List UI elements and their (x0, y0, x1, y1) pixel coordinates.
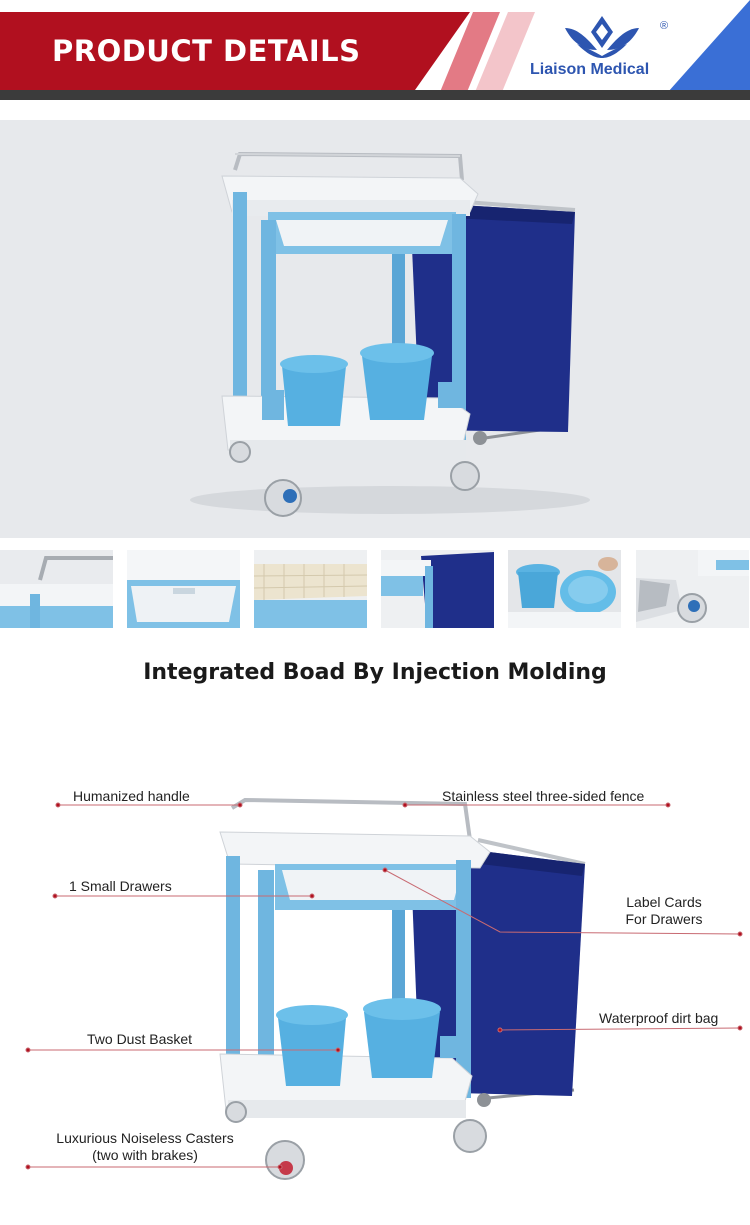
thumbnail-handle (0, 550, 113, 628)
thumbnail-caster (636, 550, 749, 628)
annotated-diagram: Humanized handle Stainless steel three-s… (0, 760, 750, 1225)
product-photo (0, 120, 750, 538)
callout-casters-line2: (two with brakes) (92, 1147, 198, 1163)
callout-casters: Luxurious Noiseless Casters (two with br… (40, 1130, 250, 1164)
lotus-logo-icon (565, 16, 639, 58)
thumbnail-strip (0, 550, 750, 628)
thumbnail-drawer-open (254, 550, 367, 628)
callout-label-cards: Label Cards For Drawers (612, 894, 716, 928)
section-title: Integrated Boad By Injection Molding (143, 660, 607, 685)
thumbnail-dust-basket (508, 550, 621, 628)
banner-red-shape (0, 12, 470, 92)
callout-casters-line1: Luxurious Noiseless Casters (56, 1130, 234, 1146)
callout-waterproof-bag: Waterproof dirt bag (599, 1010, 719, 1026)
page-title: PRODUCT DETAILS (52, 34, 361, 68)
callout-humanized-handle: Humanized handle (73, 788, 190, 804)
brand-logo: ® Liaison Medical (530, 14, 675, 84)
thumbnail-drawer (127, 550, 240, 628)
header-banner: PRODUCT DETAILS ® Liaison Medical (0, 0, 750, 100)
callout-label-cards-line2: For Drawers (625, 911, 703, 927)
registered-mark: ® (660, 20, 669, 32)
annotated-trolley (25, 797, 743, 1180)
brand-name: Liaison Medical (530, 61, 650, 78)
banner-blue-corner (668, 0, 750, 92)
banner-dark-bar (0, 90, 750, 100)
trolley-illustration (190, 151, 590, 517)
callout-stainless-fence: Stainless steel three-sided fence (442, 788, 645, 804)
thumbnail-dirt-bag (381, 550, 494, 628)
callout-dust-basket: Two Dust Basket (87, 1031, 193, 1047)
callout-small-drawers: 1 Small Drawers (69, 878, 172, 894)
callout-label-cards-line1: Label Cards (626, 894, 702, 910)
